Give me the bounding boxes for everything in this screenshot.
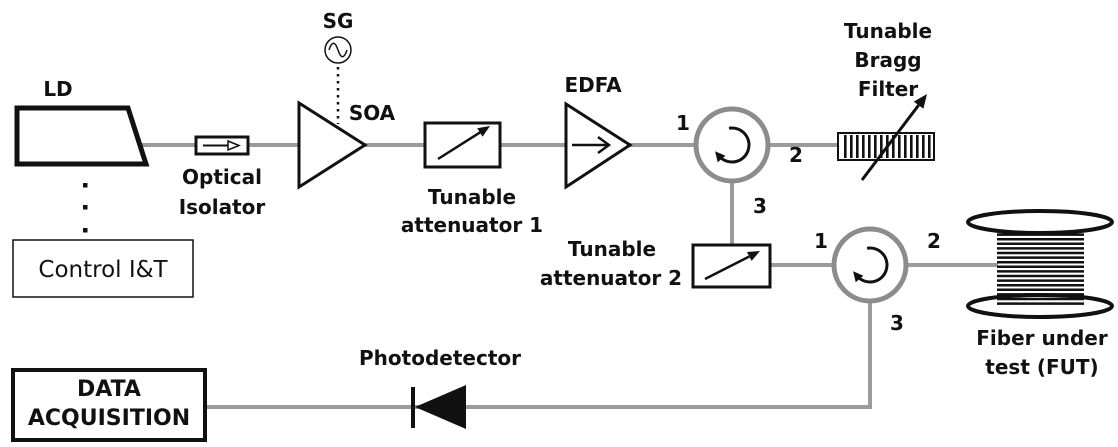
link-dot	[83, 183, 88, 188]
circulator-2-rotation-arrow-head	[853, 271, 864, 283]
control-link-dots	[83, 183, 88, 233]
fiber-under-test: Fiber under test (FUT)	[966, 209, 1114, 379]
soa-label: SOA	[349, 101, 396, 125]
grating-bar	[898, 135, 901, 158]
bragg-filter-label-line-1: Tunable	[844, 19, 932, 43]
isolator-label-line-2: Isolator	[179, 195, 266, 219]
photodetector: Photodetector	[359, 346, 521, 429]
grating-bar	[892, 135, 895, 158]
circulator-1: 1 2 3	[676, 106, 803, 218]
soa-amplifier-symbol	[297, 100, 368, 190]
control-unit-box	[12, 239, 194, 298]
attenuator-2-arrow-head	[747, 251, 760, 261]
fiber-circulator-2-to-data-acquisition	[205, 301, 872, 409]
circulator-2-rotation-arrow	[855, 246, 889, 284]
circulator-1-port-1: 1	[676, 111, 690, 135]
circulator-2: 1 2 3	[814, 226, 941, 335]
attenuator-1-body	[423, 121, 502, 169]
soa: SOA	[297, 100, 396, 190]
photodiode-triangle	[415, 385, 466, 429]
circulator-1-rotation-arrow	[717, 126, 751, 164]
edfa-gain-arrow-head	[597, 135, 612, 155]
data-acquisition-box	[11, 368, 207, 442]
circulator-1-port-2: 2	[789, 143, 803, 167]
edfa-label: EDFA	[564, 73, 622, 97]
grating-bar	[910, 135, 913, 158]
fut-spool-top-flange	[966, 209, 1114, 235]
attenuator-1-label-line-2: attenuator 1	[401, 213, 543, 237]
attenuator-2-label-line-2: attenuator 2	[540, 266, 682, 290]
tunable-bragg-filter: Tunable Bragg Filter	[837, 19, 935, 181]
optical-isolator: Optical Isolator	[179, 135, 266, 219]
grating-bar	[856, 135, 859, 158]
circulator-2-port-1: 1	[814, 229, 828, 253]
data-acquisition-label-line-2: ACQUISITION	[28, 406, 190, 431]
control-unit-label: Control I&T	[38, 257, 168, 283]
grating-bar	[880, 135, 883, 158]
grating-bar	[868, 135, 871, 158]
grating-bar	[874, 135, 877, 158]
grating-bar	[904, 135, 907, 158]
circulator-1-port-3: 3	[753, 194, 767, 218]
signal-generator: SG	[323, 9, 354, 124]
tunable-attenuator-2: Tunable attenuator 2	[540, 237, 772, 290]
laser-diode-label: LD	[43, 77, 72, 101]
circulator-2-ring	[831, 226, 909, 304]
isolator-label-line-1: Optical	[182, 165, 262, 189]
grating-bar	[862, 135, 865, 158]
grating-bar	[850, 135, 853, 158]
tunable-attenuator-1: Tunable attenuator 1	[401, 121, 543, 237]
signal-generator-label: SG	[323, 9, 354, 33]
photodiode-cathode-bar	[411, 387, 415, 428]
photodetector-label: Photodetector	[359, 346, 521, 370]
fut-label-line-1: Fiber under	[976, 326, 1108, 350]
control-unit: Control I&T	[12, 239, 194, 298]
data-acquisition-label-line-1: DATA	[77, 377, 141, 402]
circulator-2-port-3: 3	[890, 311, 904, 335]
attenuator-2-label-line-1: Tunable	[568, 237, 656, 261]
circulator-2-port-2: 2	[927, 229, 941, 253]
circulator-1-ring	[693, 106, 771, 184]
grating-bar	[916, 135, 919, 158]
attenuator-2-adjust-arrow	[704, 255, 750, 281]
sine-wave-icon	[328, 42, 348, 58]
data-acquisition: DATA ACQUISITION	[11, 368, 207, 442]
laser-diode: LD	[14, 77, 150, 167]
attenuator-1-label-line-1: Tunable	[428, 185, 516, 209]
attenuator-1-adjust-arrow	[437, 131, 481, 161]
link-dot	[83, 228, 88, 233]
isolator-arrow-head	[227, 139, 241, 152]
fut-label-line-2: test (FUT)	[985, 355, 1098, 379]
bragg-tuning-arrow	[860, 104, 920, 181]
fut-fiber-windings	[997, 228, 1084, 305]
circulator-1-rotation-arrow-head	[715, 151, 726, 163]
grating-bar	[844, 135, 847, 158]
attenuator-1-arrow-head	[477, 126, 490, 137]
grating-bar	[928, 135, 931, 158]
bragg-filter-label-line-3: Filter	[858, 77, 918, 101]
grating-bar	[922, 135, 925, 158]
bragg-tuning-arrow-head	[913, 94, 927, 109]
laser-diode-body	[14, 105, 150, 167]
link-dot	[83, 205, 88, 210]
bragg-filter-label-line-2: Bragg	[854, 48, 921, 72]
edfa: EDFA	[564, 73, 633, 190]
